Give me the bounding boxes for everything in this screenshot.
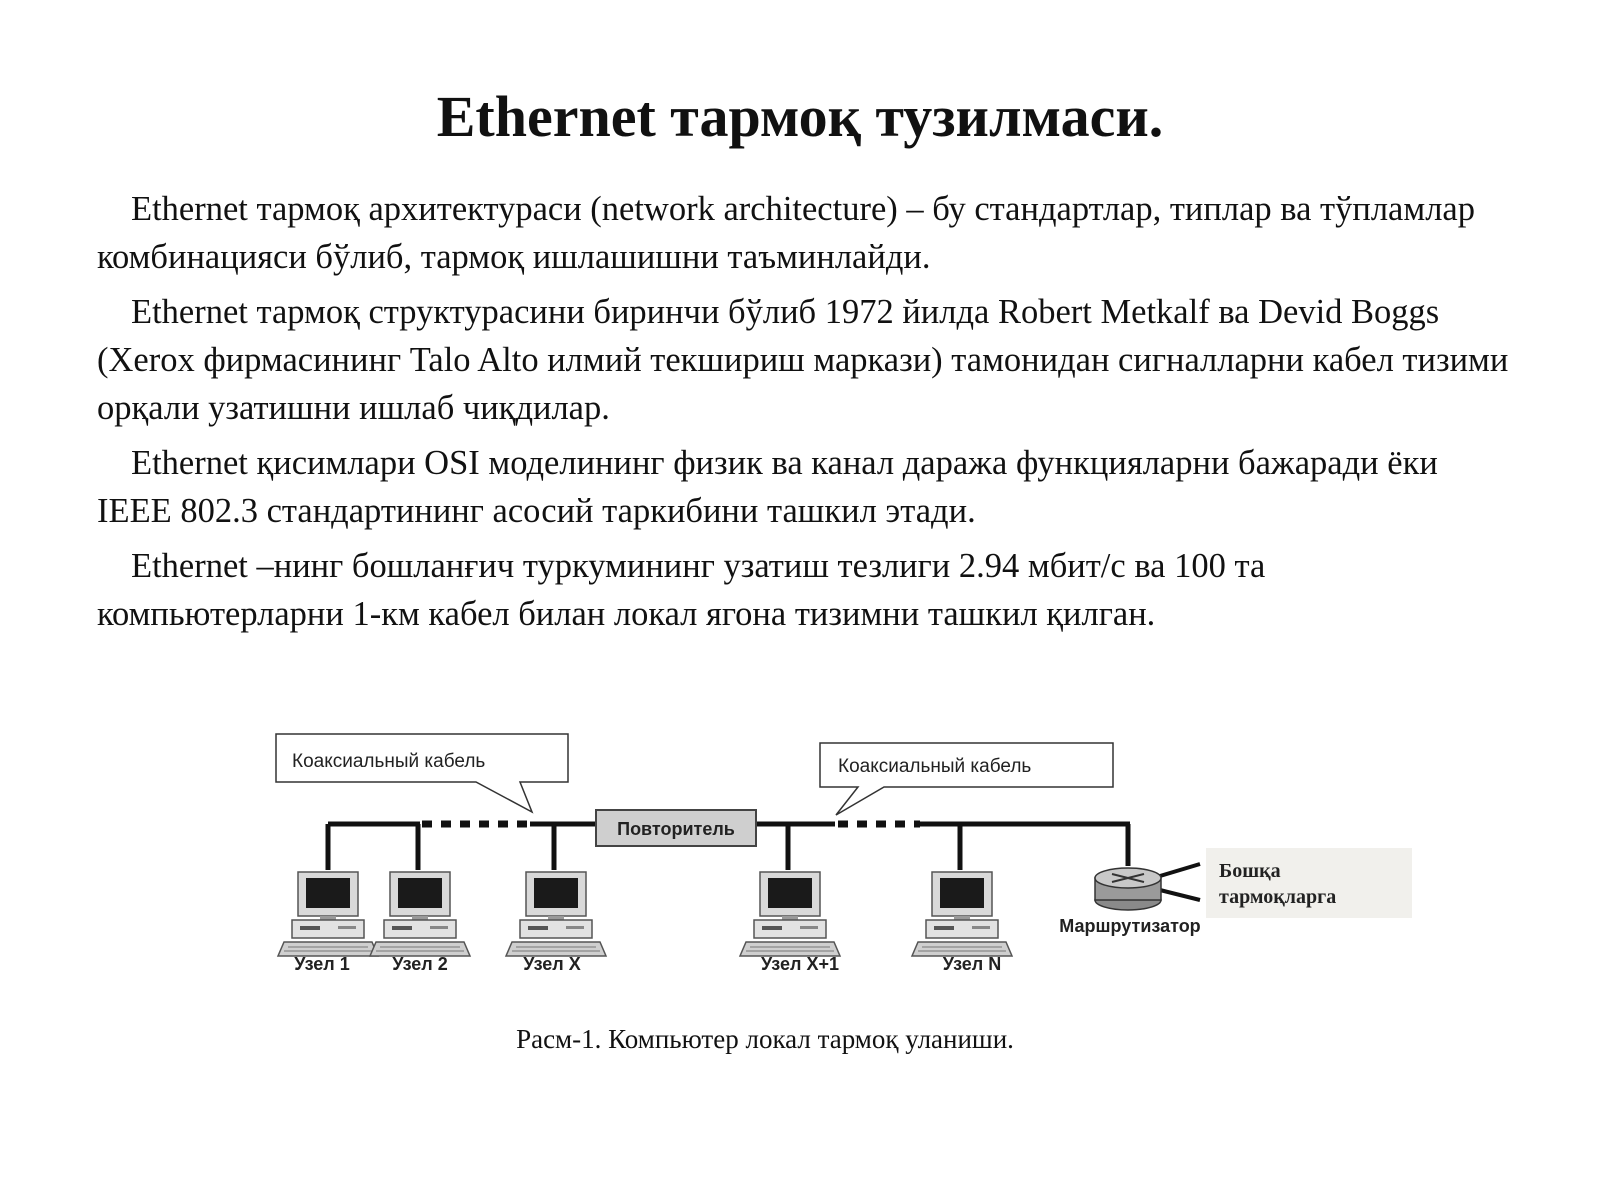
- network-diagram: Коаксиальный кабель Коаксиальный кабель …: [270, 733, 1470, 1000]
- other-networks-label-line2: тармоқларга: [1219, 886, 1336, 908]
- other-networks-label-line1: Бошқа: [1219, 860, 1281, 882]
- slide-title: Ethernet тармоқ тузилмаси.: [436, 84, 1164, 149]
- desktop-computer-icon: [505, 871, 607, 957]
- desktop-computer-icon: [739, 871, 841, 957]
- node-label: Узел X+1: [761, 954, 839, 974]
- other-networks-box: Бошқа тармоқларга: [1206, 848, 1412, 918]
- network-diagram-svg: Коаксиальный кабель Коаксиальный кабель …: [275, 733, 1412, 974]
- slide-body: Ethernet тармоқ архитектураси (network a…: [97, 185, 1517, 645]
- repeater: Повторитель: [595, 809, 757, 847]
- node-label: Узел 1: [294, 954, 349, 974]
- callout-coax-right: Коаксиальный кабель: [819, 742, 1114, 816]
- paragraph-2: Ethernet тармоқ структурасини биринчи бў…: [97, 293, 1509, 427]
- repeater-label: Повторитель: [617, 819, 735, 839]
- desktop-computer-icon: [277, 871, 379, 957]
- paragraph-4: Ethernet –нинг бошланғич туркумининг уза…: [97, 547, 1266, 633]
- router-icon: [1094, 862, 1201, 911]
- node-drop-lines: [325, 824, 1131, 870]
- node-label: Узел X: [523, 954, 580, 974]
- desktop-computer-icon: [369, 871, 471, 957]
- paragraph-1: Ethernet тармоқ архитектураси (network a…: [97, 190, 1475, 276]
- callout-coax-left-label: Коаксиальный кабель: [292, 751, 485, 772]
- node-label: Узел N: [943, 954, 1001, 974]
- router-label: Маршрутизатор: [1059, 916, 1200, 936]
- figure-caption: Расм-1. Компьютер локал тармоқ уланиши.: [516, 1024, 1014, 1054]
- paragraph-3: Ethernet қисимлари OSI моделининг физик …: [97, 444, 1438, 530]
- callout-coax-right-label: Коаксиальный кабель: [838, 756, 1031, 777]
- desktop-computer-icon: [911, 871, 1013, 957]
- callout-coax-left: Коаксиальный кабель: [275, 733, 569, 814]
- node-label: Узел 2: [392, 954, 447, 974]
